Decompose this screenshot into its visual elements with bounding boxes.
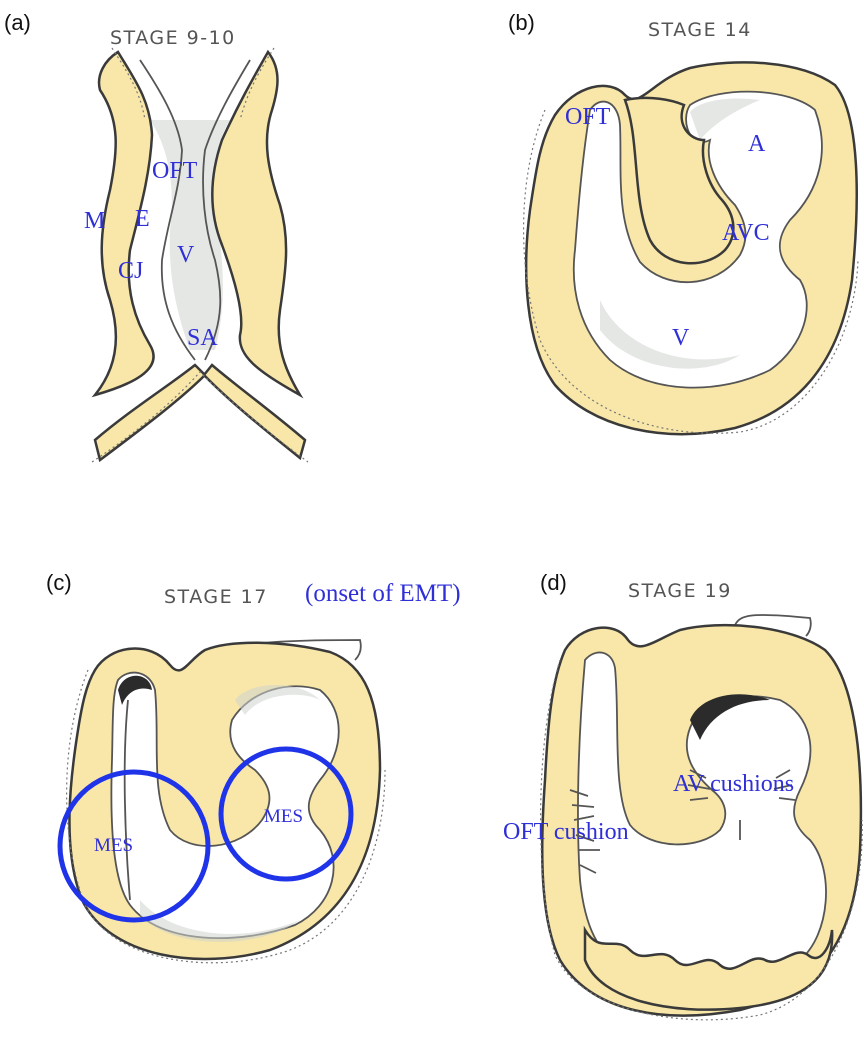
panel-a-label-m: M xyxy=(84,208,105,234)
panel-d-label-av-cushions: AV cushions xyxy=(673,771,794,797)
panel-c-label-mes-right: MES xyxy=(264,806,303,827)
panel-c: (c) STAGE 17 (onset of EMT) MES MES xyxy=(46,570,461,963)
panel-d: (d) STAGE 19 AV cushions OFT cushion xyxy=(503,570,862,1020)
panel-b-label-v: V xyxy=(672,325,690,351)
panel-b-letter: (b) xyxy=(508,10,535,35)
panel-c-onset-label: (onset of EMT) xyxy=(305,580,461,607)
panel-b-label-a: A xyxy=(748,131,766,157)
panel-d-label-oft-cushion: OFT cushion xyxy=(503,819,629,845)
panel-a-label-oft: OFT xyxy=(152,158,198,184)
panel-a: (a) STAGE 9-10 OFT M E CJ V SA xyxy=(4,10,308,462)
panel-b-label-oft: OFT xyxy=(565,104,611,130)
panel-d-letter: (d) xyxy=(540,570,567,595)
panel-a-stage-title: STAGE 9-10 xyxy=(110,27,236,49)
panel-a-label-e: E xyxy=(135,206,150,232)
panel-a-letter: (a) xyxy=(4,10,31,35)
panel-d-stage-title: STAGE 19 xyxy=(628,580,732,602)
panel-b-label-avc: AVC xyxy=(722,220,770,246)
panel-a-label-cj: CJ xyxy=(118,258,143,284)
panel-c-letter: (c) xyxy=(46,570,72,595)
panel-a-label-v: V xyxy=(177,242,195,268)
panel-c-stage-title: STAGE 17 xyxy=(164,586,268,608)
panel-b-stage-title: STAGE 14 xyxy=(648,19,752,41)
panel-b: (b) STAGE 14 OFT A AVC V xyxy=(508,10,858,434)
panel-c-label-mes-left: MES xyxy=(94,835,133,856)
panel-a-label-sa: SA xyxy=(187,325,218,351)
